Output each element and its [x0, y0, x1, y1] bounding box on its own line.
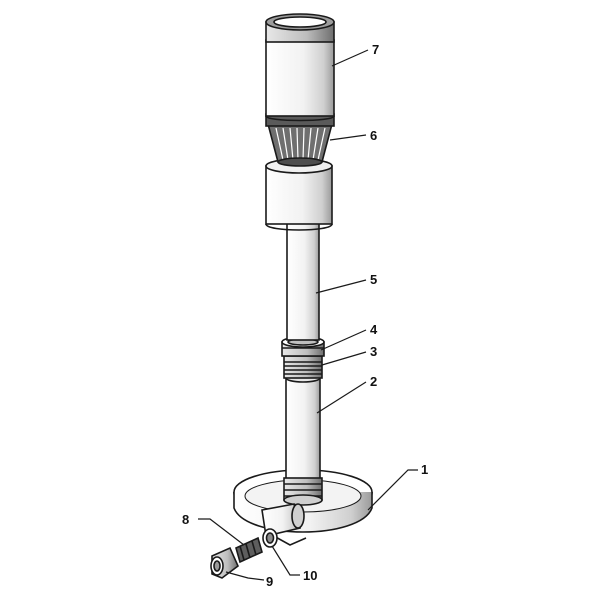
callout-8: 8: [182, 512, 189, 527]
callout-6: 6: [370, 128, 377, 143]
hex-nut-9: [210, 546, 239, 579]
leader-lines: [198, 49, 418, 581]
collar-ring-3: [283, 355, 323, 379]
lower-tube: [283, 373, 323, 506]
upper-tube: [286, 221, 320, 341]
top-cap: [265, 13, 335, 122]
strainer-basket: [265, 113, 335, 167]
callout-4: 4: [370, 322, 378, 337]
callout-7: 7: [372, 42, 379, 57]
callout-3: 3: [370, 344, 377, 359]
callout-labels: 7 6 5 4 3 2 1 8 9 10: [182, 42, 428, 589]
callout-5: 5: [370, 272, 377, 287]
side-fitting-nipple: [261, 503, 305, 537]
callout-9: 9: [266, 574, 273, 589]
elbow-fitting-10: [262, 528, 278, 548]
coupling-sleeve: [265, 158, 333, 231]
callout-10: 10: [303, 568, 317, 583]
threaded-stub-8: [235, 536, 263, 564]
callout-1: 1: [421, 462, 428, 477]
callout-2: 2: [370, 374, 377, 389]
